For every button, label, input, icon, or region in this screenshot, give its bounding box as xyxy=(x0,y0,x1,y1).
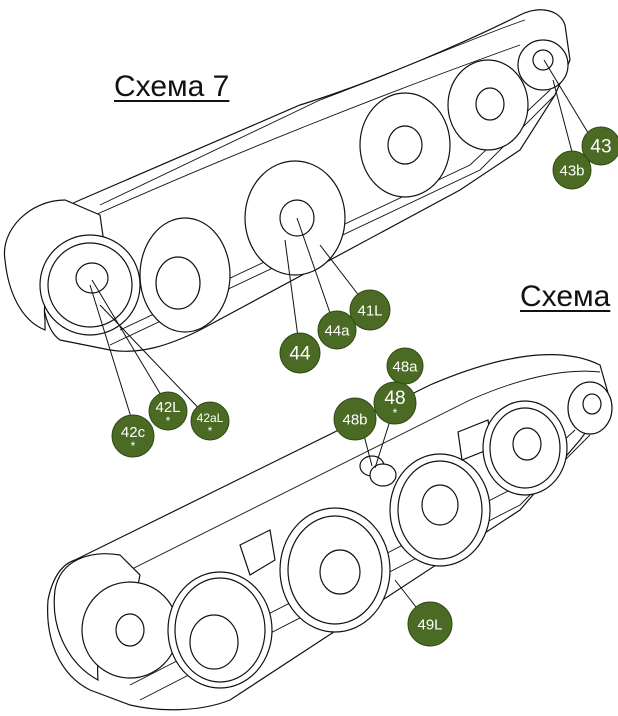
callout-label: 42L xyxy=(155,399,180,416)
callout-42al: 42aL* xyxy=(190,401,230,441)
callout-44a: 44a xyxy=(317,310,357,350)
callout-circle xyxy=(373,381,417,425)
callout-star: * xyxy=(208,424,213,438)
callout-circle xyxy=(190,401,230,441)
lower-track-assembly xyxy=(47,353,613,711)
callout-circle xyxy=(333,397,377,441)
callout-label: 41L xyxy=(357,302,382,319)
callout-circle xyxy=(581,126,618,166)
callout-star: * xyxy=(166,414,171,428)
callout-42c: 42c* xyxy=(111,414,155,458)
callout-48b: 48b xyxy=(333,397,377,441)
callout-circle xyxy=(111,414,155,458)
scheme-8-title: Схема xyxy=(520,280,611,313)
callout-43: 43 xyxy=(581,126,618,166)
callout-circle xyxy=(407,601,453,647)
callout-circle xyxy=(317,310,357,350)
callout-label: 43 xyxy=(590,137,611,158)
callout-label: 49L xyxy=(417,616,442,633)
callout-label: 44 xyxy=(289,344,311,365)
callout-48a: 48a xyxy=(386,347,424,385)
callout-43b: 43b xyxy=(552,150,592,190)
callout-star: * xyxy=(131,439,136,453)
callout-label: 43b xyxy=(559,162,584,179)
callout-circle xyxy=(552,150,592,190)
callout-49l: 49L xyxy=(407,601,453,647)
callout-circle xyxy=(279,332,321,374)
callout-label: 44a xyxy=(324,322,350,339)
upper-track-assembly xyxy=(3,9,571,352)
callout-label: 42c xyxy=(121,424,146,441)
callout-label: 48b xyxy=(342,411,367,428)
callout-41l: 41L xyxy=(349,289,391,331)
callout-44: 44 xyxy=(279,332,321,374)
callout-label: 48 xyxy=(384,388,405,409)
callout-circle xyxy=(349,289,391,331)
callout-label: 42aL xyxy=(197,411,224,425)
callout-star: * xyxy=(393,406,398,420)
callout-label: 48a xyxy=(392,358,418,375)
callout-48: 48* xyxy=(373,381,417,425)
callout-42l: 42L* xyxy=(148,391,188,431)
scheme-7-title: Схема 7 xyxy=(114,70,230,103)
callout-circle xyxy=(148,391,188,431)
